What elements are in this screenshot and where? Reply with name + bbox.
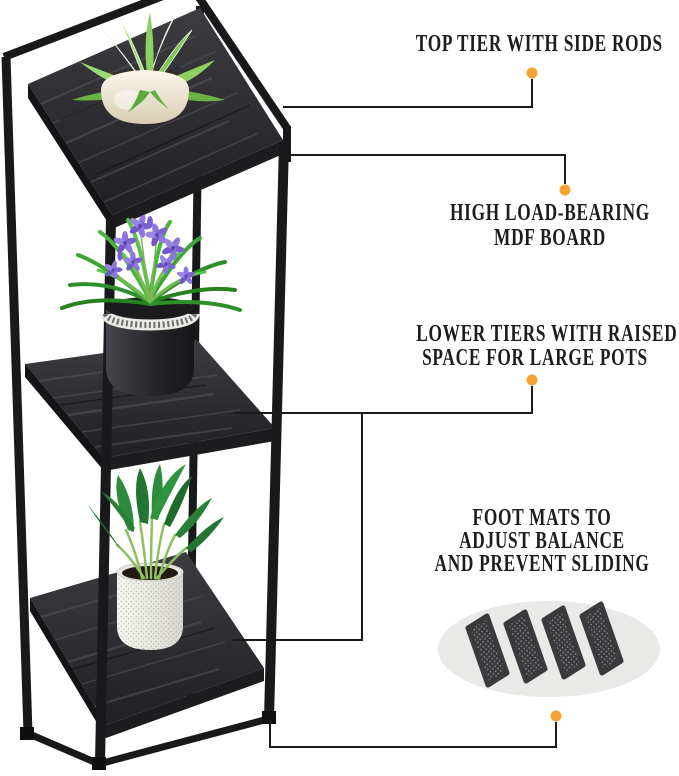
foot-mat: [541, 605, 586, 680]
aloe-leaves: [72, 12, 225, 102]
connector-line-top-tier: [283, 79, 533, 108]
right-side-rod: [195, 0, 291, 131]
broad-leaves: [88, 464, 224, 552]
callout-foot-mats-line3: AND PREVENT SLIDING: [434, 551, 650, 577]
foot-front: [92, 757, 106, 770]
back-left-leg: [1, 56, 33, 734]
callout-top-tier: TOP TIER WITH SIDE RODS: [415, 31, 663, 57]
callout-foot-mats: FOOT MATS TO ADJUST BALANCE AND PREVENT …: [427, 505, 657, 577]
callout-lower-tiers: LOWER TIERS WITH RAISED SPACE FOR LARGE …: [416, 321, 678, 371]
foot-mat: [465, 613, 510, 688]
base-rail-front: [98, 715, 269, 768]
foot-mat: [503, 609, 548, 684]
connector-line-lower-tiers: [233, 386, 533, 414]
foot-mat: [579, 601, 624, 676]
connector-dot-mdf-board: [559, 184, 571, 196]
left-side-rod: [2, 0, 164, 61]
flower-pot: [106, 308, 194, 396]
connector-dot-lower-tiers: [526, 374, 538, 386]
annotations: [233, 67, 571, 748]
aloe-plant: [72, 12, 225, 124]
connector-line-foot-mats: [269, 719, 557, 748]
purple-flowers: [101, 210, 196, 286]
callout-mdf-board-line1: HIGH LOAD-BEARING: [450, 200, 650, 226]
callout-lower-tiers-line2: SPACE FOR LARGE POTS: [422, 345, 648, 371]
leafy-plant: [88, 464, 224, 650]
front-right-leg: [264, 142, 289, 720]
connector-bracket-lower-tiers: [233, 413, 363, 641]
callout-lower-tiers-line1: LOWER TIERS WITH RAISED: [416, 321, 678, 347]
callout-mdf-board: HIGH LOAD-BEARING MDF BOARD: [442, 201, 658, 251]
callout-mdf-board-line2: MDF BOARD: [494, 225, 606, 251]
middle-shelf-board: [25, 340, 275, 471]
connector-dot-top-tier: [526, 67, 538, 79]
foot-left: [20, 727, 34, 740]
foot-right: [262, 711, 276, 724]
flower-plant: [60, 210, 242, 396]
callout-foot-mats-line2: ADJUST BALANCE: [459, 528, 625, 554]
connector-dot-foot-mats: [550, 710, 562, 722]
base-rail-left: [25, 729, 101, 768]
foot-mats-group: [438, 601, 660, 697]
callout-foot-mats-line1: FOOT MATS TO: [472, 505, 612, 531]
connector-line-mdf-board: [267, 154, 566, 184]
callout-top-tier-line1: TOP TIER WITH SIDE RODS: [415, 31, 663, 57]
